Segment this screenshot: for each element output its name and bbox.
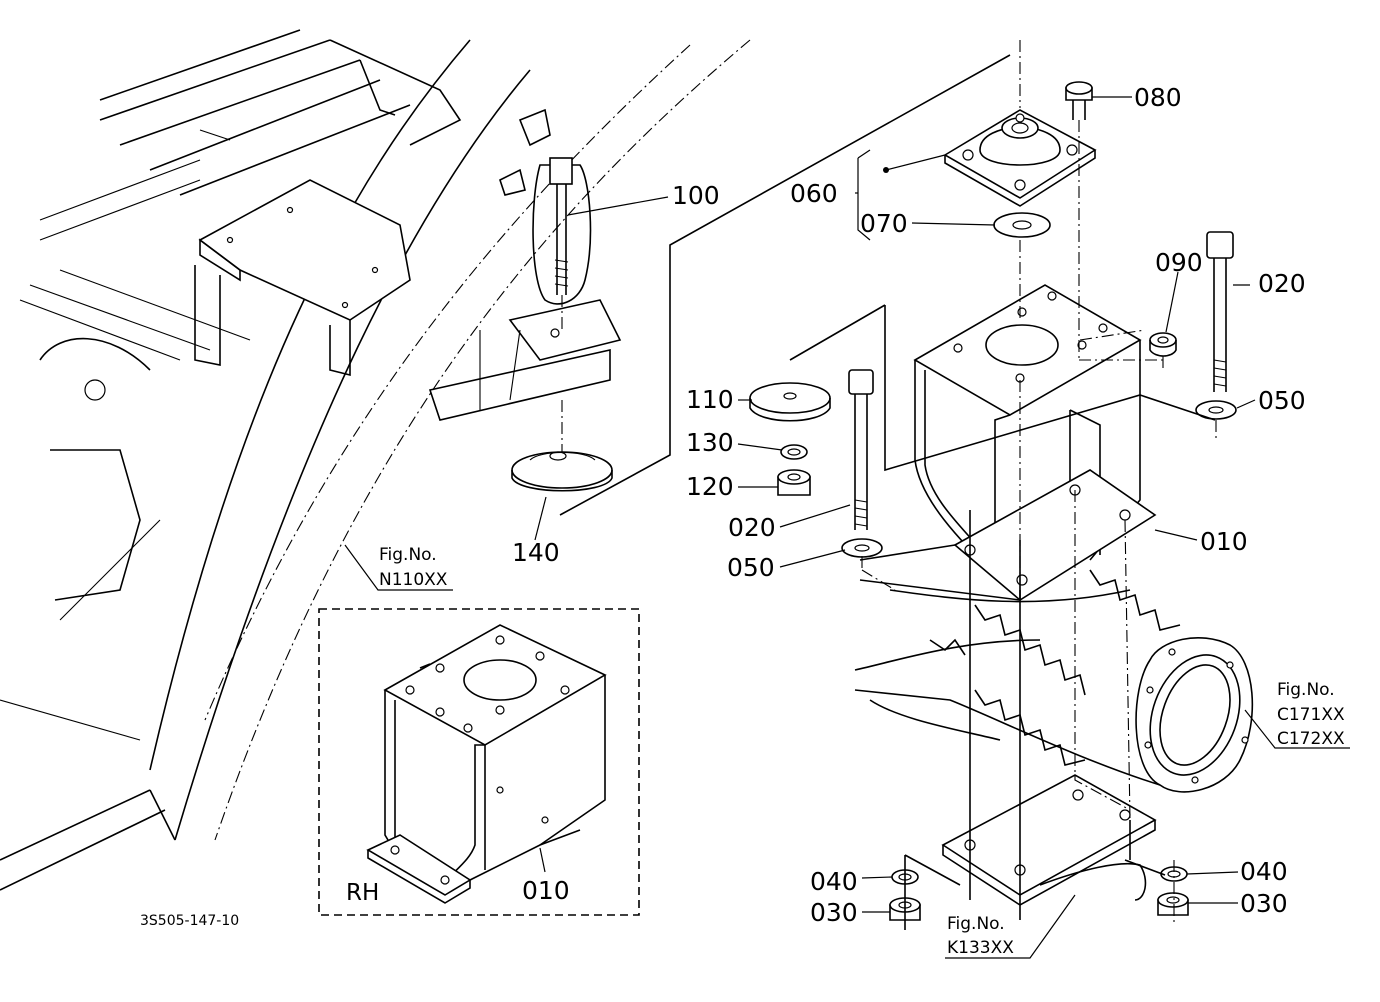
label-part-140: 140 (512, 538, 560, 567)
label-part-050-right: 050 (1258, 386, 1306, 415)
fig-c172-code: C172XX (1277, 729, 1345, 749)
label-part-030-left: 030 (810, 898, 858, 927)
drawing-code: 3S505-147-10 (140, 913, 239, 929)
part-110-cushion (749, 382, 831, 422)
label-part-020-left: 020 (728, 513, 776, 542)
figure-references: Fig.No. N110XX Fig.No. C171XX C172XX Fig… (379, 545, 1345, 958)
part-070-washer (993, 212, 1051, 238)
part-100-bolt (532, 157, 592, 330)
fig-c171-code: C171XX (1277, 705, 1345, 725)
label-part-100: 100 (672, 181, 720, 210)
label-part-020-right: 020 (1258, 269, 1306, 298)
label-part-010-inset: 010 (522, 876, 570, 905)
part-030-right-nut (1157, 892, 1189, 916)
label-part-010: 010 (1200, 527, 1248, 556)
part-050-left-washer (841, 538, 883, 558)
label-part-050-left: 050 (727, 553, 775, 582)
part-120-nut (777, 469, 811, 496)
fig-n110-prefix: Fig.No. (379, 545, 437, 565)
rh-inset (318, 608, 640, 916)
fig-k133-code: K133XX (947, 938, 1014, 958)
part-020-right-bolt (1206, 231, 1234, 392)
part-010-bracket (913, 284, 1157, 601)
label-part-030-right: 030 (1240, 889, 1288, 918)
label-part-110: 110 (686, 385, 734, 414)
fig-c171-prefix: Fig.No. (1277, 680, 1335, 700)
machine-frame (0, 29, 751, 891)
part-140-washer (511, 400, 613, 492)
part-020-left-bolt (848, 369, 874, 530)
part-060-mount (943, 109, 1097, 207)
label-part-090: 090 (1155, 248, 1203, 277)
assembly-lines (559, 40, 1217, 930)
fig-k133-prefix: Fig.No. (947, 914, 1005, 934)
part-080-bolt (1065, 81, 1093, 120)
label-part-040-right: 040 (1240, 857, 1288, 886)
part-050-right-washer (1195, 400, 1237, 420)
lower-plate (941, 774, 1157, 906)
fig-n110-code: N110XX (379, 570, 448, 590)
inset-label: RH (346, 880, 379, 906)
label-part-120: 120 (686, 472, 734, 501)
label-part-060: 060 (790, 179, 838, 208)
label-part-070: 070 (860, 209, 908, 238)
part-090-nut (1149, 332, 1177, 357)
axle-housing (854, 544, 1254, 793)
label-part-080: 080 (1134, 83, 1182, 112)
leader-lines (344, 96, 1350, 959)
label-part-130: 130 (686, 428, 734, 457)
label-part-040-left: 040 (810, 867, 858, 896)
part-130-lockwasher (780, 444, 808, 460)
part-labels: 100 080 060 070 090 020 110 050 130 120 … (512, 83, 1306, 927)
